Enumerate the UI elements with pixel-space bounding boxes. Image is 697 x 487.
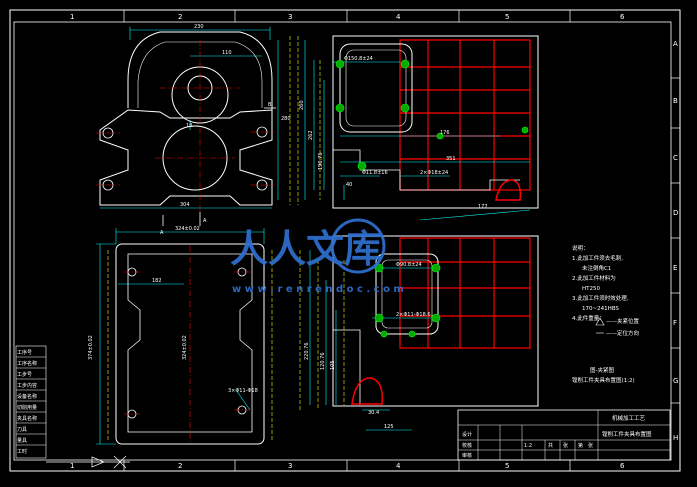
dim-top-base: 304 [180, 202, 190, 208]
watermark-url: w w w . r e n r e n d o c . c o m [232, 284, 404, 295]
dim-side-a5: 2×Φ18±24 [420, 170, 448, 176]
notes-line2: 未注倒角C1 [582, 264, 611, 272]
dim-side-b2: 2×Φ11-Φ18.6 [396, 312, 431, 318]
title-drawing-name: 镗削工件夹具布置图 [602, 430, 652, 438]
dim-side-a6: 40 [346, 182, 352, 188]
notes-line1: 1.此加工件须去毛刺, [572, 254, 623, 262]
table-row-0: 工序号 [17, 349, 32, 356]
title-cell-4: 共 [548, 442, 553, 449]
inner-border [13, 21, 672, 461]
title-cell-7: 张 [588, 442, 593, 449]
row-label-e: E [673, 264, 677, 272]
row-label-d: D [673, 209, 678, 217]
row-label-c: C [673, 154, 678, 162]
left-process-table: 工序号 工序名称 工步号 工步内容 设备名称 切削用量 夹具名称 刀具 量具 工… [15, 345, 47, 459]
caption-line2: 镗削工件夹具布置图(1:2) [572, 376, 635, 384]
dim-top-height: 280 [281, 116, 291, 122]
dim-side-b5: 105 [330, 360, 336, 370]
title-cell-1: 校核 [462, 442, 472, 449]
col-label-4: 4 [396, 13, 401, 21]
watermark-logo-text: 人人文库 [230, 227, 382, 271]
side-view-top: Φ150.8±24 176 351 Φ11.8±16 2×Φ18±24 40 1… [289, 35, 539, 221]
legend-clamp: ——夹紧位置 [606, 317, 640, 325]
row-label-b: B [673, 97, 678, 105]
dim-side-a1: Φ150.8±24 [344, 56, 373, 62]
table-row-7: 刀具 [17, 427, 27, 433]
dim-top-small: 18 [186, 123, 192, 129]
row-label-g: G [673, 377, 678, 385]
section-label-a2: A [203, 218, 207, 224]
side-view-bottom: Φ90.8±24 2×Φ11-Φ18.6 220.76 120.76 105 3… [299, 235, 539, 431]
technical-notes: 说明： 1.此加工件须去毛刺, 未注倒角C1 2.此加工件材料为 HT250 3… [572, 244, 640, 384]
col-label-1b: 1 [70, 462, 74, 470]
table-row-9: 工时 [17, 448, 27, 455]
table-row-5: 切削用量 [17, 404, 37, 411]
watermark: 人人文库 w w w . r e n r e n d o c . c o m [230, 218, 404, 295]
col-label-2: 2 [178, 13, 182, 21]
title-block: 机械加工工艺 镗削工件夹具布置图 设计 校核 审核 1:2 共 张 第 张 [457, 409, 671, 461]
col-label-3: 3 [288, 13, 292, 21]
table-row-3: 工步内容 [17, 382, 37, 389]
dim-side-b6: 30.4 [368, 410, 379, 416]
dim-plan-height: 374±0.02 [88, 335, 94, 360]
outer-border [9, 9, 681, 472]
col-label-6: 6 [620, 13, 625, 21]
dim-plan-inner-height: 324±0.02 [182, 335, 188, 360]
dim-plan-hole: 3×Φ11-Φ18 [228, 388, 258, 394]
dim-plan-offset: 182 [152, 278, 162, 284]
caption-line1: 图-夹紧图 [590, 366, 614, 374]
col-label-5: 5 [505, 13, 509, 21]
dim-side-a9: 262 [308, 130, 314, 140]
projection-symbol [46, 455, 130, 469]
col-label-5b: 5 [505, 462, 509, 470]
notes-line3: 2.此加工件材料为 [572, 274, 616, 282]
notes-line4: HT250 [582, 286, 600, 292]
col-label-4b: 4 [396, 462, 401, 470]
dim-side-a10: 260 [299, 100, 305, 110]
title-cell-6: 第 [578, 442, 583, 449]
title-cell-5: 张 [563, 442, 568, 449]
dim-side-a2: 176 [440, 130, 450, 136]
dim-side-b4: 120.76 [320, 353, 326, 371]
notes-line7: 4.此件重量： [572, 314, 605, 322]
plan-view: 324±0.02 182 374±0.02 324±0.02 3×Φ11-Φ18 [88, 226, 273, 445]
legend-locate: ——定位方向 [606, 329, 639, 337]
notes-title: 说明： [572, 244, 589, 252]
col-label-1: 1 [70, 13, 74, 21]
title-cell-2: 审核 [462, 452, 472, 459]
dim-side-b7: 125 [384, 424, 394, 430]
table-row-8: 量具 [17, 437, 27, 444]
col-label-6b: 6 [620, 462, 625, 470]
dim-side-b3: 220.76 [304, 343, 310, 361]
dim-plan-width: 324±0.02 [175, 226, 200, 232]
row-label-f: F [673, 319, 677, 327]
table-row-6: 夹具名称 [17, 415, 37, 422]
row-label-a: A [673, 40, 678, 48]
notes-line6: 170~241HBS [582, 306, 619, 312]
dim-side-a7: 177 [478, 204, 488, 210]
table-row-4: 设备名称 [17, 393, 37, 400]
title-school: 机械加工工艺 [612, 414, 646, 422]
row-label-h: H [673, 434, 678, 442]
dim-top-inner: 110 [222, 50, 232, 56]
dim-side-b1: Φ90.8±24 [396, 262, 422, 268]
notes-line5: 3.此加工件须时效处理, [572, 294, 629, 302]
front-view: 230 110 280 18 304 [96, 24, 291, 236]
dim-side-a4: Φ11.8±16 [362, 170, 388, 176]
col-label-3b: 3 [288, 462, 292, 470]
dim-side-a8: 190.76 [318, 153, 324, 171]
title-cell-3: 1:2 [524, 443, 532, 449]
zone-ticks [123, 10, 680, 471]
dim-top-width: 230 [194, 24, 204, 30]
section-label-a: A [160, 230, 164, 236]
title-cell-0: 设计 [462, 431, 472, 438]
col-label-2b: 2 [178, 462, 182, 470]
table-row-1: 工序名称 [17, 360, 37, 367]
section-label-b: B [268, 102, 272, 108]
dim-side-a3: 351 [446, 156, 456, 162]
table-row-2: 工步号 [17, 372, 32, 378]
